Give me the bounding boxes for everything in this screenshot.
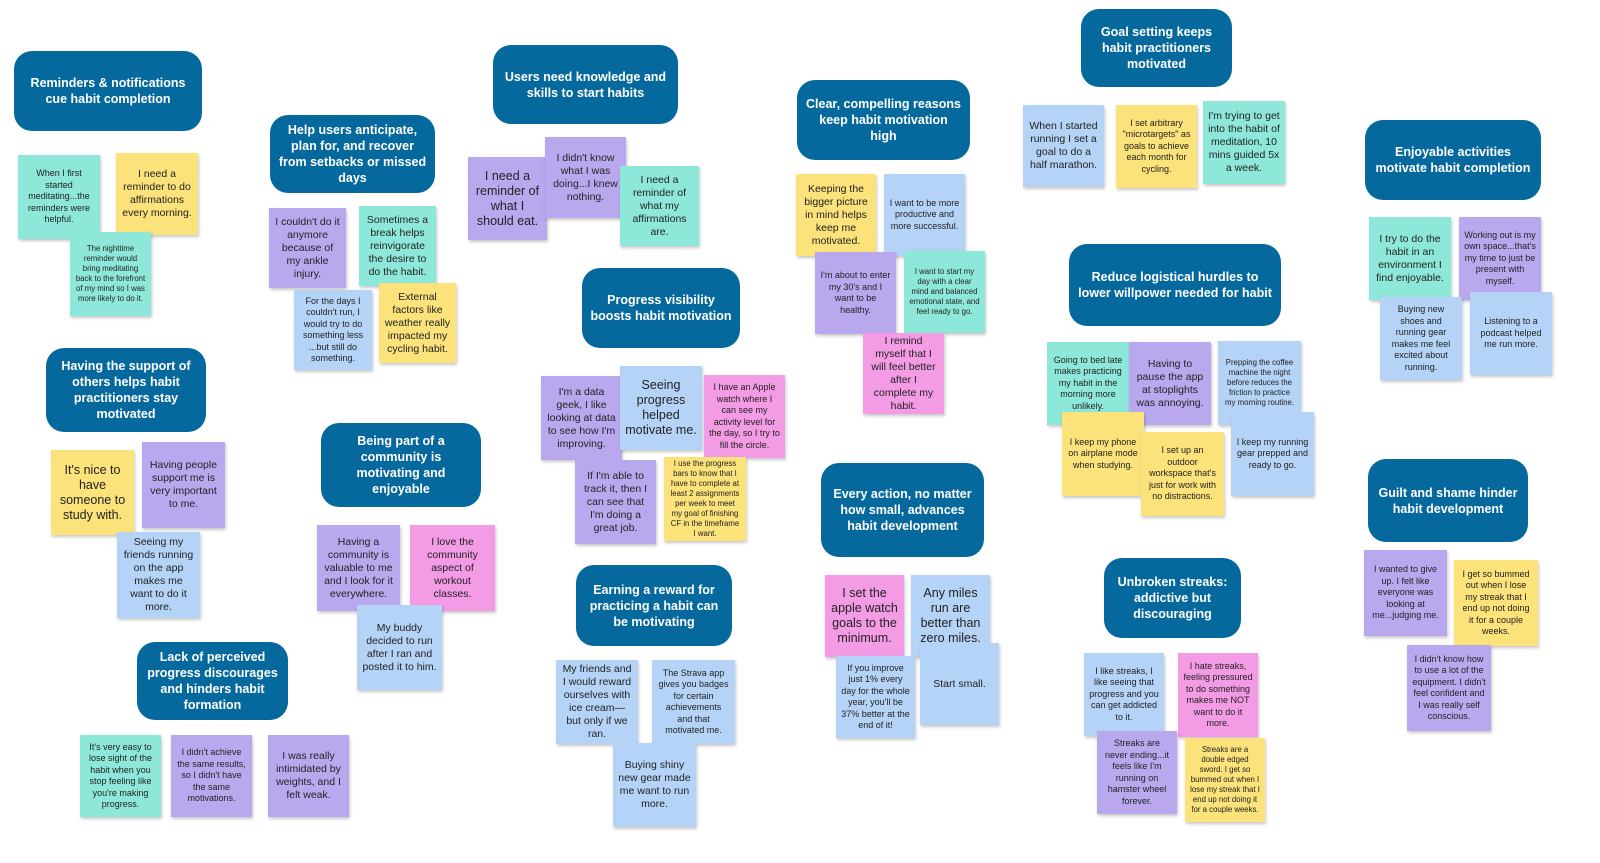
sticky-note[interactable]: The Strava app gives you badges for cert…	[652, 660, 735, 744]
cluster-header-goal-setting[interactable]: Goal setting keeps habit practitioners m…	[1081, 9, 1232, 87]
cluster-header-knowledge[interactable]: Users need knowledge and skills to start…	[493, 45, 678, 124]
sticky-note[interactable]: I have an Apple watch where I can see my…	[704, 375, 785, 458]
sticky-note[interactable]: My buddy decided to run after I ran and …	[357, 605, 442, 690]
cluster-header-logistical[interactable]: Reduce logistical hurdles to lower willp…	[1069, 244, 1281, 326]
sticky-note[interactable]: For the days I couldn't run, I would try…	[294, 290, 372, 370]
cluster-header-streaks[interactable]: Unbroken streaks: addictive but discoura…	[1104, 558, 1241, 638]
sticky-note[interactable]: I love the community aspect of workout c…	[410, 525, 495, 611]
sticky-note[interactable]: I'm a data geek, I like looking at data …	[541, 376, 622, 460]
sticky-note[interactable]: I'm trying to get into the habit of medi…	[1203, 101, 1285, 184]
sticky-note[interactable]: I didn't achieve the same results, so I …	[171, 735, 252, 817]
sticky-note[interactable]: Going to bed late makes practicing my ha…	[1047, 342, 1129, 425]
sticky-note[interactable]: Listening to a podcast helped me run mor…	[1470, 292, 1552, 375]
cluster-header-support[interactable]: Having the support of others helps habit…	[46, 348, 206, 432]
sticky-note[interactable]: I need a reminder of what my affirmation…	[620, 166, 699, 246]
sticky-note[interactable]: My friends and I would reward ourselves …	[556, 660, 638, 744]
sticky-note[interactable]: I keep my phone on airplane mode when st…	[1062, 412, 1144, 496]
sticky-note[interactable]: It's very easy to lose sight of the habi…	[80, 735, 161, 817]
sticky-note[interactable]: Having to pause the app at stoplights wa…	[1129, 342, 1211, 425]
sticky-note[interactable]: Sometimes a break helps reinvigorate the…	[359, 206, 436, 286]
cluster-header-reward[interactable]: Earning a reward for practicing a habit …	[576, 565, 732, 646]
sticky-note[interactable]: Streaks are never ending...it feels like…	[1097, 731, 1177, 814]
sticky-note[interactable]: I try to do the habit in an environment …	[1369, 217, 1451, 300]
sticky-note[interactable]: I'm about to enter my 30's and I want to…	[815, 252, 896, 334]
sticky-note[interactable]: I set up an outdoor workspace that's jus…	[1141, 432, 1224, 516]
cluster-header-enjoyable[interactable]: Enjoyable activities motivate habit comp…	[1365, 120, 1541, 200]
sticky-note[interactable]: I like streaks, I like seeing that progr…	[1084, 653, 1164, 736]
sticky-note[interactable]: I was really intimidated by weights, and…	[268, 735, 349, 817]
sticky-note[interactable]: I want to start my day with a clear mind…	[904, 251, 985, 333]
sticky-note[interactable]: Seeing my friends running on the app mak…	[117, 532, 200, 618]
sticky-note[interactable]: Keeping the bigger picture in mind helps…	[796, 174, 876, 256]
sticky-note[interactable]: Working out is my own space...that's my …	[1459, 217, 1541, 300]
sticky-note[interactable]: I didn't know what I was doing...I knew …	[545, 137, 626, 218]
sticky-note[interactable]: I use the progress bars to know that I h…	[664, 457, 746, 541]
sticky-note[interactable]: I set the apple watch goals to the minim…	[825, 575, 904, 657]
sticky-note[interactable]: I want to be more productive and more su…	[884, 174, 965, 256]
sticky-note[interactable]: I wanted to give up. I felt like everyon…	[1364, 550, 1447, 636]
sticky-note[interactable]: Seeing progress helped motivate me.	[620, 366, 702, 450]
sticky-note[interactable]: Having a community is valuable to me and…	[317, 525, 400, 611]
sticky-note[interactable]: If you improve just 1% every day for the…	[836, 656, 915, 738]
sticky-note[interactable]: I couldn't do it anymore because of my a…	[269, 208, 346, 288]
sticky-note[interactable]: Buying new shoes and running gear makes …	[1380, 297, 1462, 380]
sticky-note[interactable]: I get so bummed out when I lose my strea…	[1454, 560, 1538, 646]
sticky-note[interactable]: I need a reminder to do affirmations eve…	[116, 153, 198, 235]
sticky-note[interactable]: If I'm able to track it, then I can see …	[575, 460, 656, 544]
sticky-note[interactable]: When I first started meditating...the re…	[18, 155, 100, 239]
sticky-note[interactable]: When I started running I set a goal to d…	[1023, 105, 1104, 187]
cluster-header-reminders[interactable]: Reminders & notifications cue habit comp…	[14, 51, 202, 131]
sticky-note[interactable]: Start small.	[920, 643, 999, 725]
sticky-note[interactable]: I set arbitrary "microtargets" as goals …	[1116, 105, 1197, 188]
sticky-note[interactable]: I need a reminder of what I should eat.	[468, 157, 547, 240]
cluster-header-every-action[interactable]: Every action, no matter how small, advan…	[821, 463, 984, 557]
sticky-note[interactable]: I didn't know how to use a lot of the eq…	[1407, 645, 1491, 731]
sticky-note[interactable]: Prepping the coffee machine the night be…	[1218, 341, 1301, 425]
cluster-header-progress[interactable]: Progress visibility boosts habit motivat…	[582, 268, 740, 348]
cluster-header-guilt[interactable]: Guilt and shame hinder habit development	[1368, 459, 1528, 542]
sticky-note[interactable]: Buying shiny new gear made me want to ru…	[613, 743, 696, 827]
sticky-note[interactable]: I keep my running gear prepped and ready…	[1231, 412, 1314, 496]
sticky-note[interactable]: I remind myself that I will feel better …	[863, 333, 944, 414]
sticky-note[interactable]: Streaks are a double edged sword. I get …	[1185, 738, 1265, 822]
cluster-header-lack-progress[interactable]: Lack of perceived progress discourages a…	[137, 642, 288, 720]
cluster-header-reasons[interactable]: Clear, compelling reasons keep habit mot…	[797, 80, 970, 160]
sticky-note[interactable]: Having people support me is very importa…	[142, 442, 225, 528]
sticky-note[interactable]: It's nice to have someone to study with.	[51, 450, 134, 535]
cluster-header-anticipate[interactable]: Help users anticipate, plan for, and rec…	[270, 115, 435, 193]
cluster-header-community[interactable]: Being part of a community is motivating …	[321, 423, 481, 507]
sticky-note[interactable]: External factors like weather really imp…	[379, 283, 456, 363]
sticky-note[interactable]: I hate streaks, feeling pressured to do …	[1178, 653, 1258, 737]
sticky-note[interactable]: The nighttime reminder would bring medit…	[70, 232, 151, 316]
